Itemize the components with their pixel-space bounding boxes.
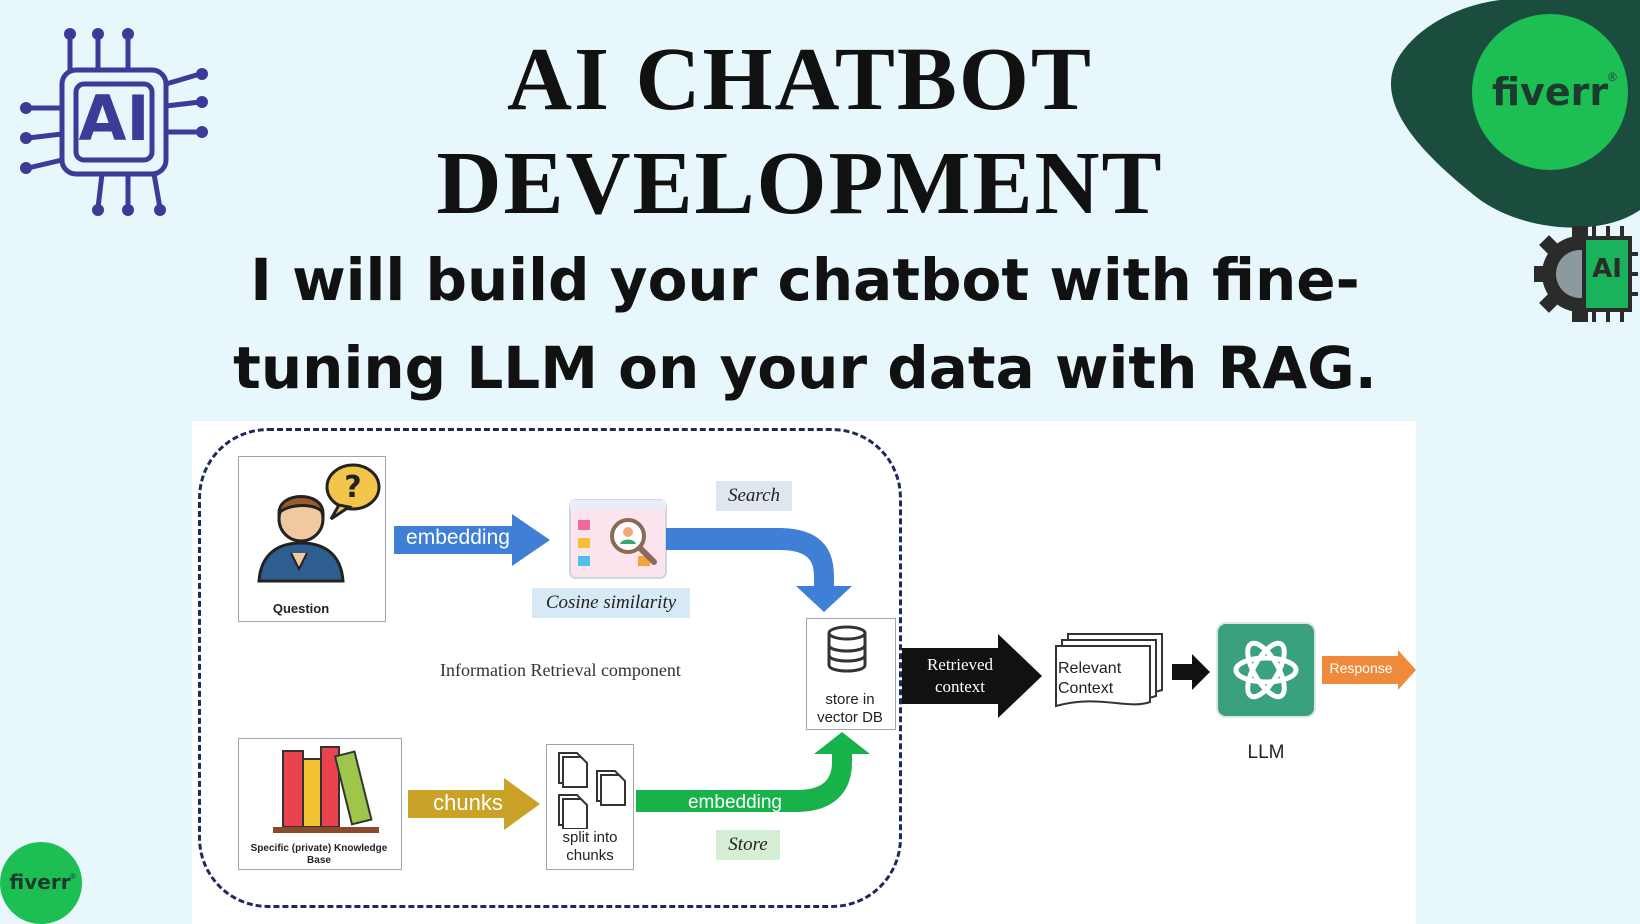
retrieved-label-2: context [934,677,986,696]
retrieved-context-arrow [902,634,1042,718]
fiverr-badge-bottom [0,842,82,924]
information-retrieval-label: Information Retrieval component [440,660,681,680]
gear-ai-label: AI [1592,254,1622,284]
fiverr-badge-blob [1390,0,1640,228]
embedding-arrow-bottom [636,732,870,812]
knowledge-base-box: Specific (private) Knowledge Base [238,738,402,870]
relevant-context-label-2: Context [1058,680,1114,697]
llm-label: LLM [1247,742,1285,763]
embedding-label-bottom: embedding [687,792,783,813]
chunks-label: chunks [433,790,503,815]
llm-logo [1218,624,1314,716]
fiverr-logo-top: fiverr [1491,70,1609,114]
page-title-line-1: AI CHATBOT [507,30,1093,129]
relevant-context-label-1: Relevant [1058,660,1122,677]
response-arrow [1322,650,1416,690]
relevant-context-stack [1055,633,1163,708]
cosine-similarity-label: Cosine similarity [532,588,690,618]
split-label-1: split into [562,829,618,846]
vector-db-label-1: store in [825,691,875,708]
knowledge-base-label-2: Base [307,855,331,866]
ai-chip-label: AI [78,82,150,155]
books-icon [273,746,379,833]
split-label-2: chunks [566,847,614,864]
subtitle-line-2: tuning LLM on your data with RAG. [233,334,1377,402]
openai-knot-icon [1233,640,1299,700]
registered-mark-top: ® [1608,70,1617,84]
embedding-label-top: embedding [406,526,510,549]
search-label: Search [716,481,792,511]
information-retrieval-boundary [198,428,902,908]
vector-db-label-2: vector DB [817,709,883,726]
store-label: Store [716,830,780,860]
registered-mark-bottom: ® [70,872,76,881]
subtitle-line-1: I will build your chatbot with fine- [250,246,1360,314]
question-box: ? Question [238,456,386,622]
question-label: Question [272,601,330,616]
page-title-line-2: DEVELOPMENT [436,134,1164,233]
fiverr-logo-bottom: fiverr [9,870,71,894]
ai-chip-icon [20,28,208,216]
context-to-llm-arrow [1172,654,1210,690]
gear-ai-icon [1534,226,1638,322]
retrieved-label-1: Retrieved [926,655,994,674]
knowledge-base-label-1: Specific (private) Knowledge [250,843,388,854]
split-chunks-box: split into chunks [546,744,634,870]
person-question-icon: ? [257,463,381,583]
database-icon [827,625,867,673]
embedding-arrow-top [394,514,550,566]
similarity-search-icon [569,499,667,579]
response-label: Response [1329,660,1393,676]
vector-db-box: store in vector DB [806,618,896,730]
svg-text:?: ? [344,470,361,505]
documents-icon [558,752,626,829]
search-arrow-curve [666,528,852,612]
chunks-arrow [408,778,540,830]
